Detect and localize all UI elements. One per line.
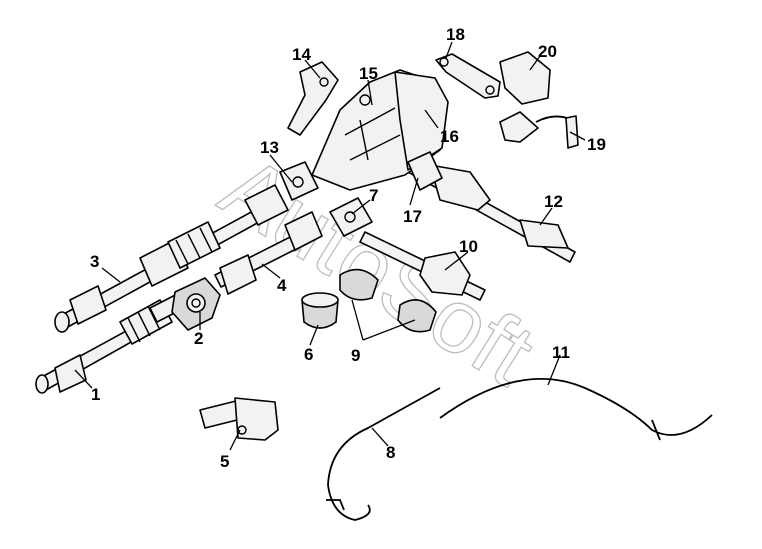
brake-cable-left[interactable] [326,387,441,521]
callout-4: 4 [277,276,287,295]
callout-18: 18 [446,25,465,44]
callout-19: 19 [587,135,606,154]
sensor-bracket[interactable] [499,51,551,105]
flange-coupling[interactable] [329,197,373,237]
mounting-bracket[interactable] [199,397,279,441]
propeller-shaft-upper[interactable] [54,184,289,333]
rubber-bush[interactable] [301,292,339,329]
callout-5: 5 [220,452,229,471]
callout-14: 14 [292,45,311,64]
callout-2: 2 [194,329,203,348]
callout-3: 3 [90,252,99,271]
drive-shaft-left[interactable] [359,231,486,301]
callout-6: 6 [304,345,313,364]
speed-sensor[interactable] [499,111,579,149]
callout-12: 12 [544,192,563,211]
callout-20: 20 [538,42,557,61]
propeller-shaft-lower[interactable] [35,289,193,394]
callout-13: 13 [260,138,279,157]
intermediate-shaft[interactable] [214,211,323,295]
leader-lines [74,41,586,451]
callout-9: 9 [351,346,360,365]
callout-16: 16 [440,127,459,146]
callout-7: 7 [369,186,378,205]
differential-arm[interactable] [435,53,501,99]
brake-cable-right[interactable] [439,378,713,441]
joint-boot-pair[interactable] [339,268,437,333]
callout-17: 17 [403,207,422,226]
callout-1: 1 [91,385,100,404]
differential-mount-bracket[interactable] [287,61,339,136]
callout-10: 10 [459,237,478,256]
centre-support-bearing[interactable] [171,277,221,331]
callout-15: 15 [359,64,378,83]
callout-8: 8 [386,443,395,462]
callout-11: 11 [552,343,570,362]
drive-flange[interactable] [407,151,443,191]
universal-joint[interactable] [279,161,319,201]
